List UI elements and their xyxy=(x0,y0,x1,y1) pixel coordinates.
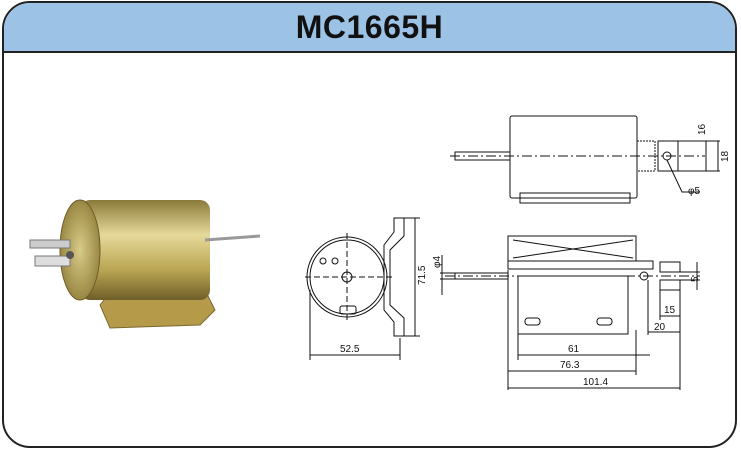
dim-61: 61 xyxy=(568,344,580,355)
dim-hole: φ5 xyxy=(688,186,700,197)
dim-101: 101.4 xyxy=(583,377,608,388)
dim-18: 18 xyxy=(720,150,731,162)
dim-5: 5 xyxy=(690,276,701,282)
dim-height: 71.5 xyxy=(417,265,428,285)
header-bar: MC1665H xyxy=(4,3,735,53)
dim-76: 76.3 xyxy=(560,360,580,371)
product-photo xyxy=(29,199,261,329)
dim-plunger: φ4 xyxy=(432,256,443,268)
top-view-drawing xyxy=(450,115,720,204)
dim-15: 15 xyxy=(664,305,676,316)
model-title: MC1665H xyxy=(295,8,444,45)
dim-20: 20 xyxy=(654,322,666,333)
front-view-drawing xyxy=(305,217,420,360)
side-view-drawing xyxy=(440,235,700,390)
dim-16: 16 xyxy=(697,123,708,135)
dim-width: 52.5 xyxy=(340,344,360,355)
